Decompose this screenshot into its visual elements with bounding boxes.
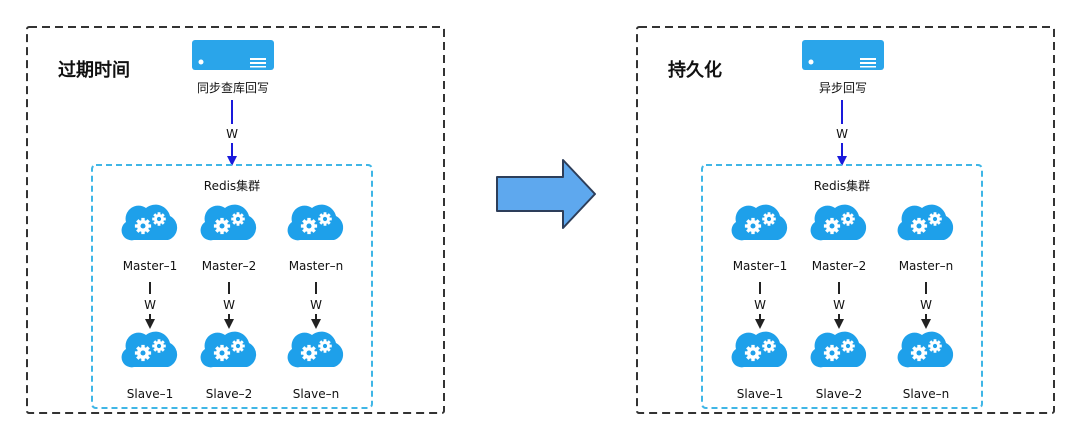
replication-label: W — [833, 298, 845, 312]
master-label: Master–2 — [202, 259, 257, 273]
replication-label: W — [920, 298, 932, 312]
transition-arrow-icon — [496, 159, 596, 229]
master-cloud-icon — [200, 204, 257, 241]
slave-cloud-icon — [731, 331, 788, 368]
panel-border — [26, 26, 445, 414]
master-label: Master–n — [899, 259, 954, 273]
panel-persistence: 持久化异步回写WRedis集群Master–1WSlave–1Master–2W… — [636, 26, 1055, 414]
slave-label: Slave–1 — [127, 387, 173, 401]
master-cloud-icon — [810, 204, 867, 241]
master-cloud-icon — [121, 204, 178, 241]
master-cloud-icon — [287, 204, 344, 241]
slave-cloud-icon — [287, 331, 344, 368]
panel-expiration: 过期时间同步查库回写WRedis集群Master–1WSlave–1Master… — [26, 26, 445, 414]
server-icon — [802, 40, 884, 70]
cluster-title: Redis集群 — [814, 178, 870, 193]
slave-cloud-icon — [810, 331, 867, 368]
cluster-title: Redis集群 — [204, 178, 260, 193]
redis-cluster-box — [701, 164, 983, 409]
server-write-label: W — [836, 127, 848, 141]
panel-border — [636, 26, 1055, 414]
server-write-label: W — [226, 127, 238, 141]
redis-cluster-box — [91, 164, 373, 409]
master-cloud-icon — [897, 204, 954, 241]
master-label: Master–2 — [812, 259, 867, 273]
slave-label: Slave–n — [903, 387, 949, 401]
slave-label: Slave–n — [293, 387, 339, 401]
slave-cloud-icon — [121, 331, 178, 368]
slave-cloud-icon — [200, 331, 257, 368]
replication-label: W — [144, 298, 156, 312]
master-label: Master–n — [289, 259, 344, 273]
panel-title: 持久化 — [668, 59, 722, 81]
master-label: Master–1 — [123, 259, 178, 273]
replication-label: W — [310, 298, 322, 312]
master-label: Master–1 — [733, 259, 788, 273]
server-label: 同步查库回写 — [197, 80, 269, 95]
replication-label: W — [754, 298, 766, 312]
master-cloud-icon — [731, 204, 788, 241]
slave-label: Slave–1 — [737, 387, 783, 401]
slave-label: Slave–2 — [816, 387, 862, 401]
server-icon — [192, 40, 274, 70]
panel-title: 过期时间 — [58, 59, 130, 81]
server-label: 异步回写 — [819, 81, 867, 95]
slave-cloud-icon — [897, 331, 954, 368]
slave-label: Slave–2 — [206, 387, 252, 401]
replication-label: W — [223, 298, 235, 312]
